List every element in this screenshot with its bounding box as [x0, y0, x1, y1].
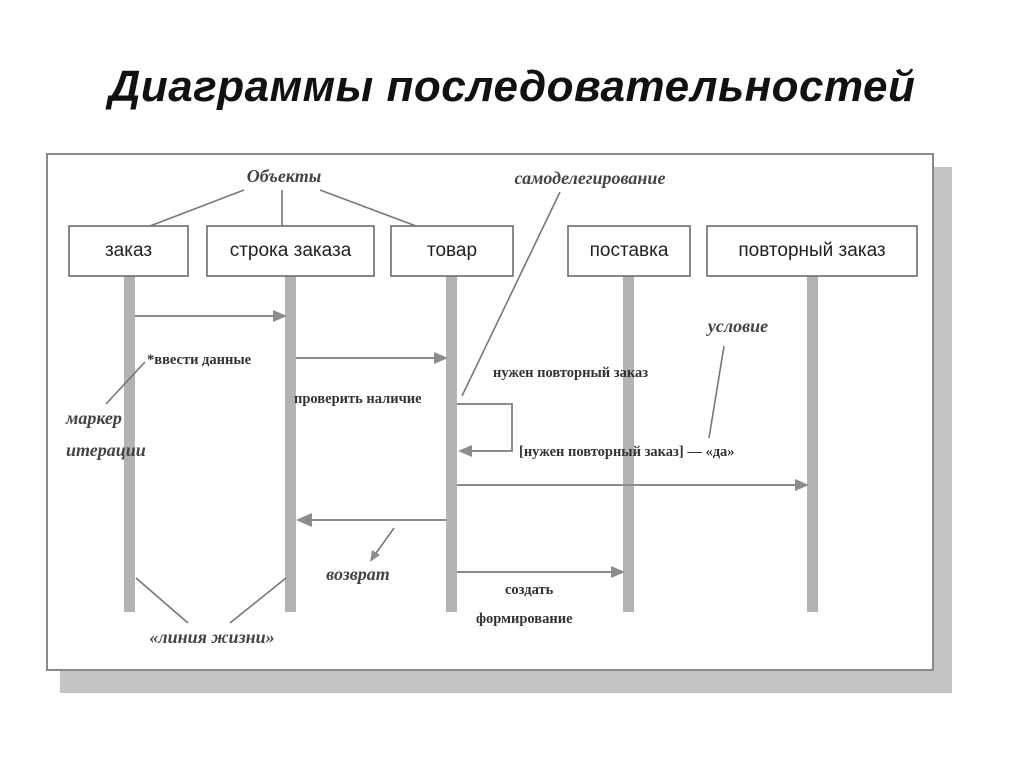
slide-title: Диаграммы последовательностей: [108, 62, 916, 111]
object-order: заказ: [68, 225, 189, 277]
object-label: товар: [427, 240, 477, 261]
callout-self-delegation: самоделегирование: [515, 168, 666, 188]
callout-iteration-marker-1: маркер: [65, 408, 122, 428]
iteration-marker-pointer: [105, 361, 146, 405]
object-product: товар: [390, 225, 514, 277]
message-self-delegation: [457, 403, 513, 457]
callout-iteration-marker-2: итерации: [66, 440, 146, 460]
lifeline-order: [124, 276, 135, 612]
message-formation-label: формирование: [476, 611, 573, 627]
message-guard-condition-label: [нужен повторный заказ] — «да»: [519, 444, 735, 460]
message-create-label: создать: [505, 582, 554, 598]
callout-lifeline: «линия жизни»: [149, 627, 274, 647]
message-enter-data-label: *ввести данные: [147, 352, 252, 368]
callout-objects-pointers: [149, 189, 417, 227]
message-product-to-reorder: [457, 479, 809, 491]
self-delegation-pointer: [461, 191, 561, 397]
message-product-to-delivery: [457, 566, 625, 578]
message-check-availability-label: проверить наличие: [294, 391, 422, 407]
message-order-line-to-product: [296, 352, 448, 364]
callout-return: возврат: [326, 564, 390, 584]
callout-objects: Объекты: [247, 166, 321, 186]
lifeline-delivery: [623, 276, 634, 612]
lifeline-reorder: [807, 276, 818, 612]
lifeline-order-line: [285, 276, 296, 612]
object-label: строка заказа: [230, 240, 352, 261]
condition-pointer: [708, 345, 725, 439]
message-order-to-order-line: [135, 310, 287, 322]
object-delivery: поставка: [567, 225, 691, 277]
message-return: [296, 513, 446, 527]
object-order-line: строка заказа: [206, 225, 375, 277]
return-pointer: [370, 527, 395, 562]
lifeline-pointers: [135, 577, 287, 624]
object-label: заказ: [105, 240, 152, 261]
lifeline-product: [446, 276, 457, 612]
object-label: повторный заказ: [738, 240, 885, 261]
callout-condition: условие: [706, 316, 768, 336]
message-need-reorder-label: нужен повторный заказ: [493, 365, 648, 381]
object-label: поставка: [590, 240, 669, 261]
object-reorder: повторный заказ: [706, 225, 918, 277]
